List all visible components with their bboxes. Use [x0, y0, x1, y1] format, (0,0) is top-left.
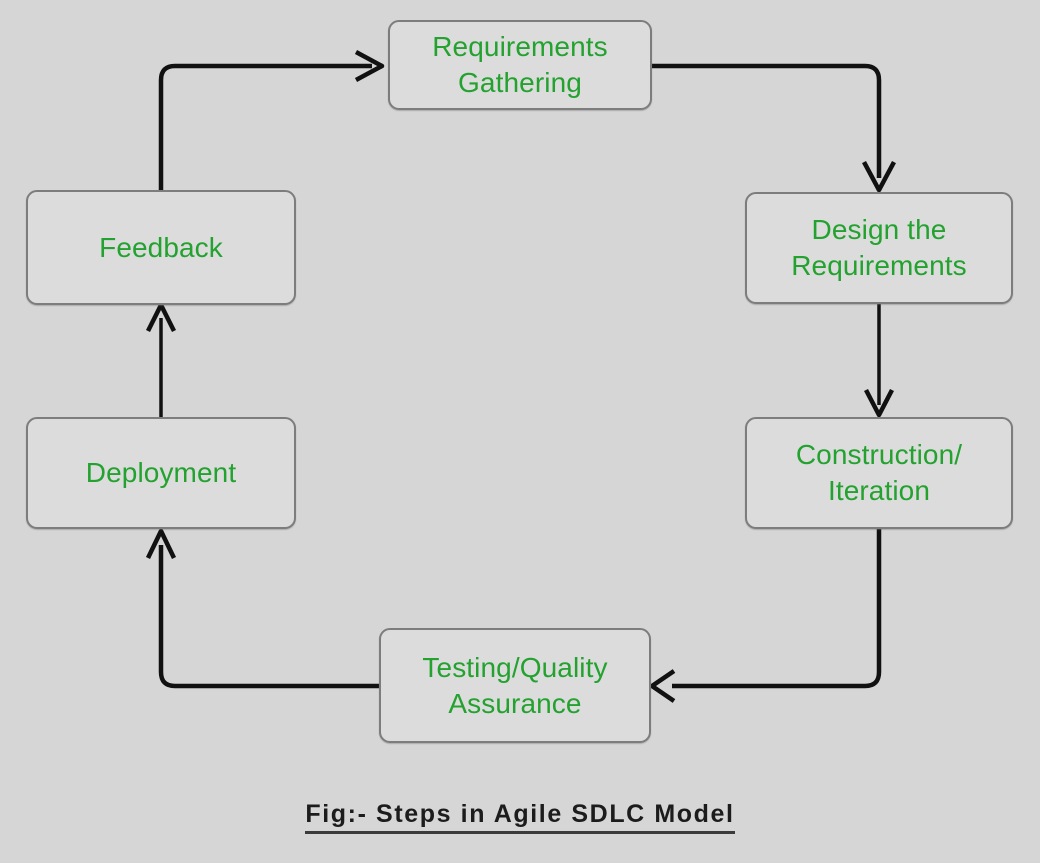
- connector-requirements-to-design: [652, 63, 882, 178]
- connector-construction-to-testing: [672, 529, 882, 689]
- node-requirements-gathering[interactable]: Requirements Gathering: [388, 20, 652, 110]
- connector-testing-to-deployment: [158, 545, 379, 689]
- arrowhead-construction-to-testing: [649, 669, 676, 703]
- node-requirements-gathering-label: Requirements Gathering: [432, 31, 608, 98]
- arrowhead-requirements-to-design: [862, 160, 896, 193]
- arrowhead-deployment-to-feedback: [145, 302, 177, 333]
- node-deployment-label: Deployment: [85, 457, 237, 489]
- node-design-the-requirements[interactable]: Design the Requirements: [745, 192, 1013, 304]
- connector-feedback-to-requirements: [158, 63, 372, 190]
- node-construction-iteration-label: Construction/ Iteration: [795, 439, 963, 506]
- node-feedback[interactable]: Feedback: [26, 190, 296, 305]
- arrowhead-feedback-to-requirements: [354, 50, 385, 82]
- node-construction-iteration[interactable]: Construction/ Iteration: [745, 417, 1013, 529]
- node-testing-quality-assurance-label: Testing/Quality Assurance: [422, 651, 608, 719]
- arrowhead-design-to-construction: [864, 388, 894, 418]
- figure-caption: Fig:- Steps in Agile SDLC Model: [0, 800, 1040, 834]
- node-testing-quality-assurance[interactable]: Testing/Quality Assurance: [379, 628, 651, 743]
- node-deployment[interactable]: Deployment: [26, 417, 296, 529]
- figure-caption-text: Fig:- Steps in Agile SDLC Model: [305, 800, 735, 834]
- arrowhead-testing-to-deployment: [145, 528, 177, 559]
- node-design-the-requirements-label: Design the Requirements: [791, 214, 967, 281]
- node-feedback-label: Feedback: [99, 231, 223, 263]
